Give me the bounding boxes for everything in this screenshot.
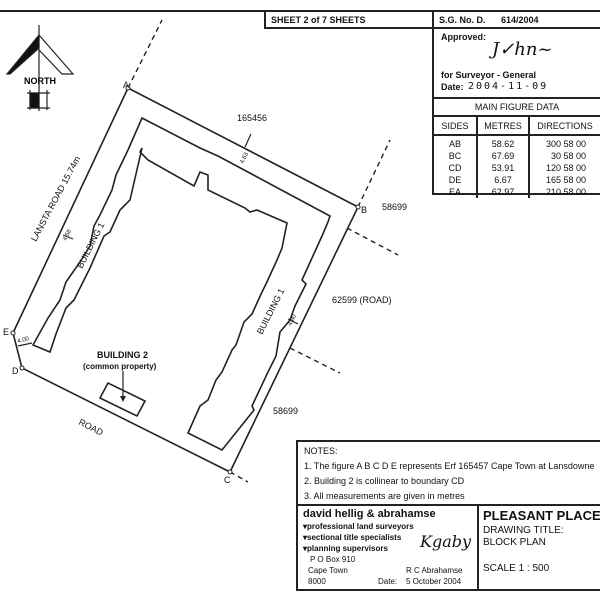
point-c-label: C	[224, 475, 231, 485]
column-header: METRES	[477, 117, 530, 135]
cell-direction: 30 58 00	[550, 151, 586, 161]
cell-side: BC	[434, 150, 478, 162]
surveyor-signature: Kgaby	[420, 532, 472, 551]
signatory: R C Abrahamse	[406, 566, 463, 575]
postcode: 8000	[308, 577, 326, 586]
notes-box: NOTES: 1. The figure A B C D E represent…	[296, 440, 600, 506]
north-label: NORTH	[24, 76, 56, 86]
sg-label: S.G. No. D.	[439, 15, 486, 25]
firm-line: ▾planning supervisors	[303, 544, 388, 553]
erf-boundary	[12, 86, 360, 474]
firm-name: david hellig & abrahamse	[303, 508, 436, 520]
cell-metres: 58.62	[477, 135, 530, 150]
cell-metres: 53.91	[477, 162, 530, 174]
city: Cape Town	[308, 566, 348, 575]
drawing-title: BLOCK PLAN	[483, 537, 546, 548]
dimension-arrows	[17, 133, 299, 347]
approval-date: 2004-11-09	[468, 81, 549, 92]
dim-southwest: 4.00	[17, 336, 30, 345]
firm-line: ▾professional land surveyors	[303, 522, 414, 531]
dim-north: 4.63	[239, 151, 250, 165]
note-item: 1. The figure A B C D E represents Erf 1…	[304, 461, 595, 471]
note-item: 2. Building 2 is collinear to boundary C…	[304, 476, 465, 486]
road-south-label: ROAD	[77, 417, 105, 438]
surveyor-box: david hellig & abrahamse ▾professional l…	[296, 504, 479, 591]
erf-east-bottom-label: 58699	[273, 406, 298, 416]
approval-box: Approved: J✓hn~ for Surveyor - General D…	[432, 27, 600, 99]
note-item: 3. All measurements are given in metres	[304, 491, 465, 501]
dim-west: 4.58	[62, 228, 73, 242]
adjacent-boundaries	[127, 19, 399, 483]
cell-direction: 300 58 00	[545, 139, 586, 149]
notes-title: NOTES:	[304, 446, 338, 456]
sheet-box: SHEET 2 of 7 SHEETS	[264, 10, 434, 29]
project-name: PLEASANT PLACE	[483, 508, 600, 523]
cell-side: CD	[434, 162, 478, 174]
drawing-title-label: DRAWING TITLE:	[483, 525, 564, 536]
building-1-label-east: BUILDING 1	[255, 287, 287, 336]
cell-direction: 120 58 00	[545, 163, 586, 173]
erf-east-road-label: 62599 (ROAD)	[332, 295, 392, 305]
point-d-label: D	[12, 366, 19, 376]
dim-east: 4.80	[287, 313, 298, 327]
building-2-label: BUILDING 2	[97, 350, 148, 360]
approval-signature: J✓hn~	[492, 39, 553, 60]
cell-metres: 67.69	[477, 150, 530, 162]
surveyor-general-label: for Surveyor - General	[441, 70, 537, 80]
survey-date: 5 October 2004	[406, 577, 462, 586]
title-block: PLEASANT PLACE DRAWING TITLE: BLOCK PLAN…	[477, 504, 600, 591]
building-1-outline	[31, 116, 331, 452]
approval-date-label: Date:	[441, 82, 464, 92]
cell-side: DE	[434, 174, 478, 186]
point-e-label: E	[3, 327, 9, 337]
north-arrow-icon	[5, 25, 75, 111]
beacons	[10, 85, 361, 475]
cell-direction: 165 58 00	[545, 175, 586, 185]
point-a-label: A	[123, 80, 129, 90]
road-west-label: LANSTA ROAD 15.74m	[29, 154, 82, 242]
cell-direction: 210 58 00	[545, 187, 586, 197]
cell-metres: 6.67	[477, 174, 530, 186]
cell-side: EA	[434, 186, 478, 198]
column-header: SIDES	[434, 117, 478, 135]
main-figure-data: MAIN FIGURE DATA SIDES METRES DIRECTIONS…	[432, 97, 600, 198]
figure-data-title: MAIN FIGURE DATA	[434, 99, 600, 117]
firm-line: ▾sectional title specialists	[303, 533, 402, 542]
cell-metres: 62.97	[477, 186, 530, 198]
approved-label: Approved:	[441, 32, 486, 42]
column-header: DIRECTIONS	[537, 120, 593, 131]
survey-date-label: Date:	[378, 577, 398, 586]
arrow-icon	[120, 396, 126, 402]
point-b-label: B	[361, 205, 367, 215]
erf-north-label: 165456	[237, 113, 267, 123]
cell-side: AB	[434, 135, 478, 150]
sheet-label: SHEET 2 of 7 SHEETS	[271, 15, 366, 25]
scale: SCALE 1 : 500	[483, 563, 550, 574]
erf-east-top-label: 58699	[382, 202, 407, 212]
building-2-outline	[98, 381, 147, 418]
po-box: P O Box 910	[310, 555, 356, 564]
building-2-note: (common property)	[83, 362, 157, 371]
sg-number: 614/2004	[501, 15, 539, 25]
building-1-label-west: BUILDING 1	[75, 221, 107, 270]
